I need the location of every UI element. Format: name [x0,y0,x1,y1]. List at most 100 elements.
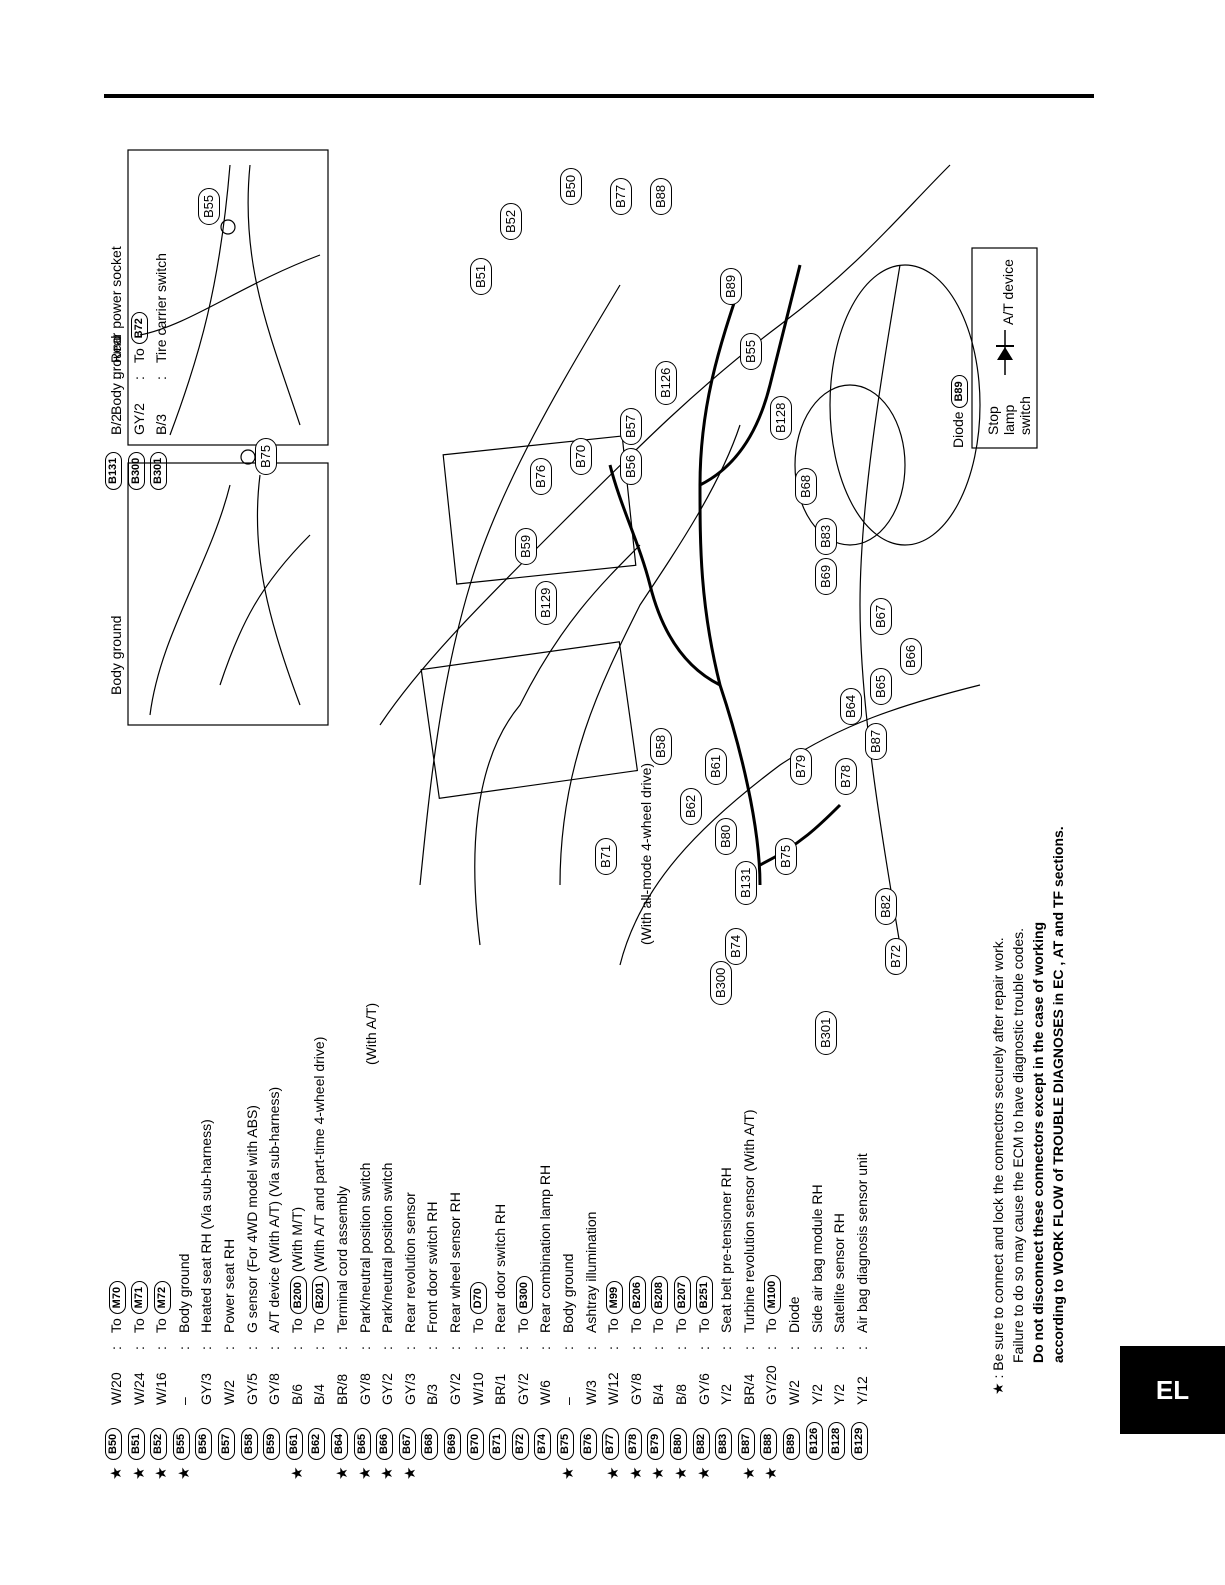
legend-desc: A/T device (With A/T) (Via sub-harness) [266,1086,283,1333]
legend-code: B65 [353,1427,371,1460]
legend-desc: Front door switch RH [424,1201,441,1333]
connector-callout-b300: B300 [710,960,732,1005]
legend-star-icon: ★ [650,1466,668,1480]
legend-code: B80 [670,1427,687,1460]
legend-desc: To B300 [512,1276,535,1333]
connector-callout-b89: B89 [720,267,742,305]
legend-code: B87 [737,1427,755,1460]
legend-desc: Turbine revolution sensor (With A/T) [740,1109,757,1333]
legend-colon: : [695,1346,712,1350]
connector-callout-b74: B74 [725,927,747,965]
connector-callout-b58: B58 [650,727,672,765]
note-line-2: Failure to do so may cause the ECM to ha… [1010,927,1026,1363]
legend-colon: : [853,1346,870,1350]
legend-wire: BR/8 [334,1373,350,1405]
legend-code: B78 [624,1427,642,1460]
legend-colon: : [311,1346,328,1350]
connector-callout-b131: B131 [735,860,757,905]
legend-code: B57 [218,1427,235,1460]
legend-colon: : [514,1346,531,1350]
legend-star-icon: ★ [605,1466,623,1480]
legend-colon: : [401,1346,418,1350]
note-line-4: according to WORK FLOW of TROUBLE DIAGNO… [1050,826,1066,1363]
window-rear [420,641,639,800]
legend-code: B126 [805,1421,823,1460]
legend-colon: : [175,1346,192,1350]
legend-colon: : [582,1346,599,1350]
body-outline-5 [619,684,981,966]
legend-star-icon: ★ [175,1466,193,1480]
legend-ref: B206 [628,1276,646,1315]
header-rule [104,94,1094,98]
legend-code: B71 [489,1427,507,1460]
legend-star-icon: ★ [288,1466,306,1480]
legend-code: B67 [398,1427,416,1460]
body-outline-6 [419,284,621,886]
legend-colon: : [153,1346,170,1350]
legend-ref: B200 [289,1276,307,1315]
body-outline-2 [474,544,641,946]
legend-desc: Park/neutral position switch [379,1162,396,1333]
note-line-3: Do not disconnect these connectors excep… [1030,922,1046,1363]
diode-title: Diode B89 [950,375,968,448]
connector-callout-b52: B52 [500,202,522,240]
legend-code: B58 [240,1427,258,1460]
connector-callout-b66: B66 [900,637,922,675]
legend-desc: Rear combination lamp RH [537,1164,554,1333]
legend-code: B64 [331,1427,348,1460]
connector-callout-b128: B128 [770,395,792,440]
legend-star-icon: ★ [560,1466,577,1480]
legend-desc: Rear revolution sensor [401,1192,418,1333]
legend-desc: To M99 [602,1280,625,1333]
legend-wire: Y/2 [718,1383,735,1405]
legend-wire: GY/8 [356,1373,373,1405]
legend-desc: To M71 [128,1280,151,1333]
legend-wire: GY/2 [379,1373,396,1405]
legend-code: B70 [466,1427,484,1460]
legend-desc: Seat belt pre-tensioner RH [718,1167,735,1333]
legend-ref: B201 [312,1276,330,1315]
diode-ref: B89 [950,375,968,408]
legend-code: B61 [285,1427,303,1460]
legend-colon: : [334,1346,350,1350]
legend-wire: W/20 [108,1372,124,1405]
connector-callout-b51: B51 [470,257,492,295]
harness-branch-1 [608,464,721,687]
legend-ref: B300 [515,1276,533,1315]
harness-main [698,284,762,886]
legend-wire: GY/2 [447,1373,463,1405]
legend-code: B83 [715,1427,733,1460]
note-text-1: : Be sure to connect and lock the connec… [990,937,1006,1379]
legend-colon: : [130,1346,147,1350]
legend-colon: : [808,1346,825,1350]
connector-callout-b57: B57 [620,407,642,445]
legend-code: B72 [511,1427,529,1460]
legend-code: B75 [557,1427,574,1460]
legend-code: B68 [421,1427,439,1460]
legend-colon: : [650,1346,667,1350]
legend-ref: D70 [470,1282,488,1315]
body-outline-3 [559,424,741,886]
legend-star-icon: ★ [379,1466,397,1480]
legend-star-icon: ★ [627,1466,645,1480]
legend-code: B50 [105,1427,122,1460]
legend-wire: B/4 [650,1383,667,1405]
connector-callout-b78: B78 [835,757,857,795]
body-outline-1 [379,164,951,726]
connector-callout-b71: B71 [595,837,617,875]
brace-all-mode: (With all-mode 4-wheel drive) [638,762,654,945]
legend-code: B88 [760,1427,778,1460]
legend-desc: To M100 [760,1274,783,1333]
inset-2-label: Body ground [108,335,124,415]
inset-1-sketch [149,474,311,716]
legend-wire: GY/8 [266,1373,283,1405]
connector-callout-b82: B82 [875,887,897,925]
legend-code: B69 [444,1427,461,1460]
legend-colon: : [108,1346,124,1350]
inset-callout-b75: B75 [255,437,277,475]
legend-desc: To B206 [625,1276,648,1333]
legend-desc: To B201 (With A/T and part-time 4-wheel … [311,1036,330,1333]
legend-code: B82 [692,1427,710,1460]
